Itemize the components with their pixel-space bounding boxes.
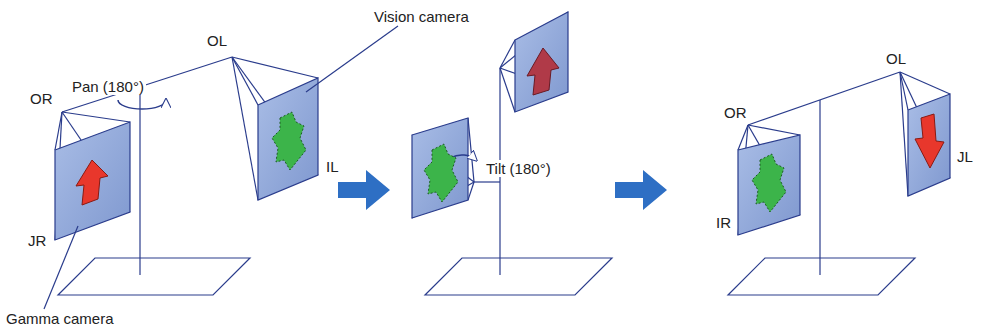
figure-label: Vision camera	[372, 8, 471, 25]
figure-label: OR	[722, 104, 749, 121]
green-object-image	[424, 144, 458, 202]
figure-label: JR	[26, 232, 48, 249]
figure-label: JL	[955, 148, 975, 165]
figure-label: Pan (180°)	[70, 78, 146, 95]
pole	[819, 100, 820, 275]
image-plane	[738, 135, 800, 235]
gamma-frustum	[55, 112, 130, 240]
frustum	[900, 72, 950, 196]
leader-line	[306, 26, 398, 92]
baseline-bar	[474, 181, 500, 182]
figure-label: Gamma camera	[4, 310, 116, 327]
ground-plane	[58, 258, 250, 295]
baseline-bar	[62, 57, 232, 112]
image-plane	[515, 12, 568, 112]
image-plane	[55, 122, 130, 240]
figure-label: OR	[28, 90, 55, 107]
green-object-image	[752, 154, 786, 212]
figure-label: IL	[324, 158, 341, 175]
frustum	[500, 12, 568, 112]
figure-label: OL	[205, 32, 229, 49]
image-plane	[908, 94, 950, 196]
pan-arrow	[118, 100, 166, 109]
step-arrow	[338, 170, 390, 210]
frustum	[738, 125, 800, 235]
figure-label: IR	[714, 214, 733, 231]
figure-label: OL	[884, 50, 908, 67]
green-object-image	[272, 112, 306, 170]
red-arrow-image	[76, 160, 108, 205]
step-arrow	[615, 170, 667, 210]
baseline-bar	[748, 72, 900, 125]
vision-frustum	[232, 57, 318, 200]
ground-plane	[425, 258, 612, 295]
image-plane	[258, 78, 318, 200]
frustum	[412, 118, 474, 218]
leader-line	[44, 226, 78, 309]
ground-plane	[728, 258, 915, 295]
pole	[139, 87, 140, 275]
image-plane	[412, 118, 468, 218]
red-arrow-image	[527, 48, 559, 95]
red-arrow-image	[915, 114, 944, 168]
figure-label: Tilt (180°)	[484, 160, 553, 177]
